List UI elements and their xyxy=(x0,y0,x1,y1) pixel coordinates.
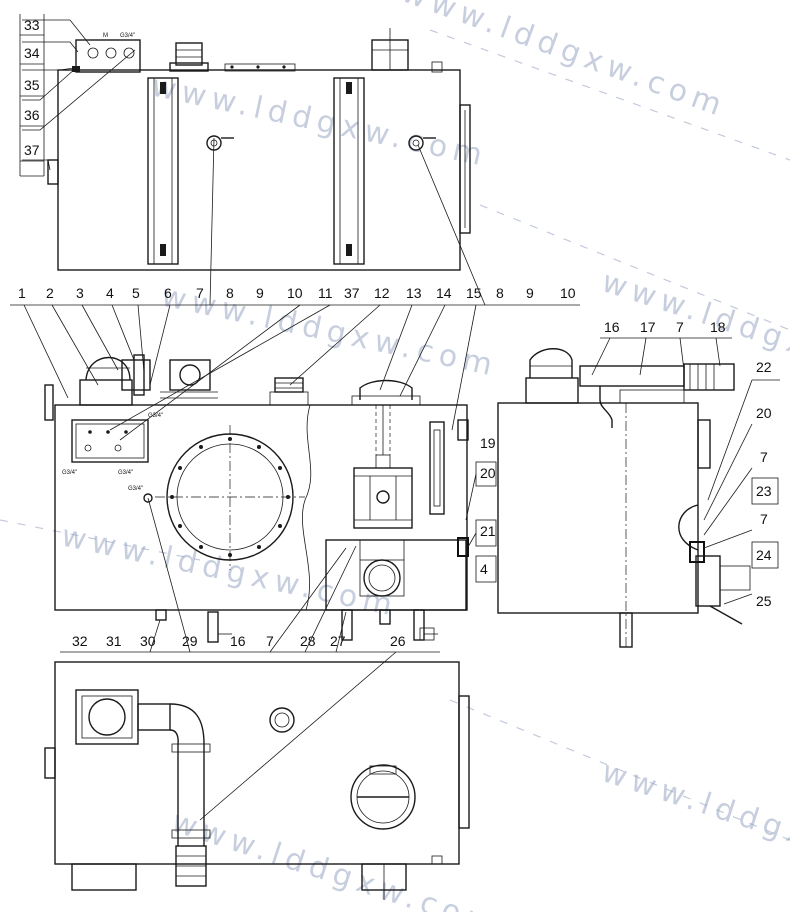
callout-8-right: 8 xyxy=(496,285,504,301)
callout-17: 17 xyxy=(640,319,656,335)
callout-27: 27 xyxy=(330,633,346,649)
callout-8-left: 8 xyxy=(226,285,234,301)
callout-26: 26 xyxy=(390,633,406,649)
watermark-text-5: www.lddgxw.com xyxy=(168,804,505,912)
bottom-view xyxy=(44,661,470,900)
callout-23: 23 xyxy=(756,483,772,499)
front-panel-label-a: G3/4" xyxy=(148,413,163,419)
watermark-text-2: www.lddgxw.com xyxy=(397,0,731,125)
callout-7-bottom: 7 xyxy=(266,633,274,649)
callout-32: 32 xyxy=(72,633,88,649)
callout-20-side: 20 xyxy=(756,405,772,421)
callout-4-front: 4 xyxy=(480,561,488,577)
side-view xyxy=(497,348,751,650)
callout-37-front: 37 xyxy=(344,285,360,301)
callout-18: 18 xyxy=(710,319,726,335)
top-port-label-b: G3/4" xyxy=(120,33,135,39)
callout-15: 15 xyxy=(466,285,482,301)
callout-19: 19 xyxy=(480,435,496,451)
callout-7-side-b: 7 xyxy=(760,511,768,527)
top-port-label-a: M xyxy=(103,33,108,39)
callout-9-left: 9 xyxy=(256,285,264,301)
callouts-row-1: 1 2 3 4 5 6 7 8 9 10 11 37 12 13 14 15 8… xyxy=(10,137,580,441)
callout-35: 35 xyxy=(24,77,40,93)
watermark-text-6: www.lddgxw.com xyxy=(598,264,790,403)
callout-6: 6 xyxy=(164,285,172,301)
callout-10-right: 10 xyxy=(560,285,576,301)
callouts-side-view: 16 17 7 18 22 20 7 23 7 24 25 xyxy=(591,319,780,609)
callout-16-bottom: 16 xyxy=(230,633,246,649)
callout-7-top: 7 xyxy=(196,285,204,301)
watermark-text-7: www.lddgxw.com xyxy=(598,754,790,893)
callouts-bottom: 32 31 30 29 16 7 28 27 26 xyxy=(60,497,440,821)
callout-31: 31 xyxy=(106,633,122,649)
callout-22: 22 xyxy=(756,359,772,375)
callout-7-side-top: 7 xyxy=(676,319,684,335)
callout-20-front: 20 xyxy=(480,465,496,481)
callout-3: 3 xyxy=(76,285,84,301)
callout-29: 29 xyxy=(182,633,198,649)
front-plug-label: G3/4" xyxy=(128,486,143,492)
callout-11: 11 xyxy=(318,285,333,301)
front-panel-label-c: G3/4" xyxy=(118,470,133,476)
callout-7-side-a: 7 xyxy=(760,449,768,465)
callout-9-right: 9 xyxy=(526,285,534,301)
callout-37-top: 37 xyxy=(24,142,40,158)
callout-2: 2 xyxy=(46,285,54,301)
callout-14: 14 xyxy=(436,285,452,301)
callout-10-left: 10 xyxy=(287,285,303,301)
callout-21: 21 xyxy=(480,523,496,539)
callout-5: 5 xyxy=(132,285,140,301)
callout-13: 13 xyxy=(406,285,422,301)
callout-25: 25 xyxy=(756,593,772,609)
callout-36: 36 xyxy=(24,107,40,123)
front-view: G3/4" G3/4" G3/4" xyxy=(44,354,469,643)
top-view: M G3/4" xyxy=(22,19,471,271)
callout-4-top: 4 xyxy=(106,285,114,301)
callouts-top-view: 33 34 35 36 37 xyxy=(19,14,45,177)
watermark-text-1: www.lddgxw.com xyxy=(148,69,491,175)
callout-33: 33 xyxy=(24,17,40,33)
callout-1: 1 xyxy=(18,285,26,301)
callout-34: 34 xyxy=(24,45,40,61)
callout-16-side: 16 xyxy=(604,319,620,335)
callout-24: 24 xyxy=(756,547,772,563)
callouts-front-right: 19 20 21 4 xyxy=(465,435,497,583)
front-panel-label-b: G3/4" xyxy=(62,470,77,476)
manhole-bolt-ring xyxy=(170,437,290,557)
callout-12: 12 xyxy=(374,285,390,301)
